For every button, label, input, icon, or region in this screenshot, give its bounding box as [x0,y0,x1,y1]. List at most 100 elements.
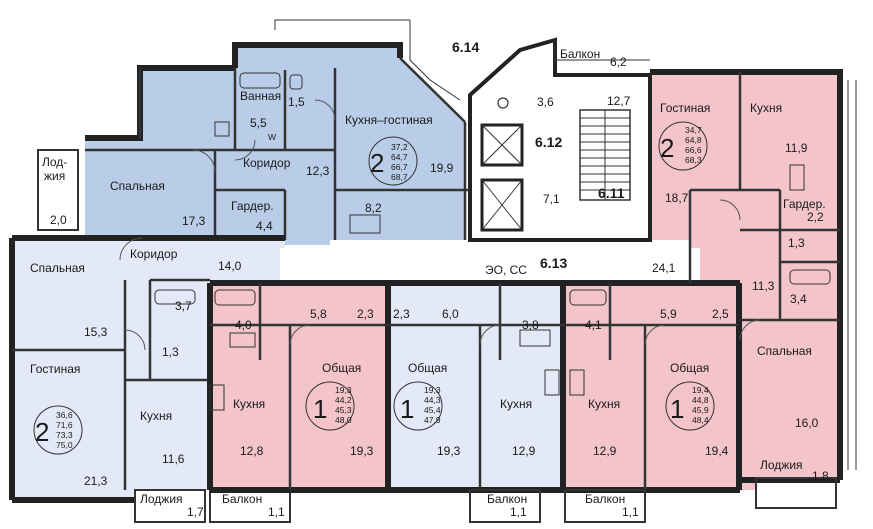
living-area: 19,3 [350,444,374,458]
core [468,37,652,242]
corridor-area: 14,0 [218,259,242,273]
unit-light1a-fill [388,283,563,490]
top-balcony-area: 6,2 [610,55,627,69]
unit-badge [368,136,418,186]
living-label: Гостиная [660,101,710,115]
kitchen-label: Кухня [500,397,532,411]
area-4: 48,0 [335,415,352,425]
balcony-3 [564,489,646,523]
area-4: 75,0 [56,440,73,450]
bath-area: 5,5 [250,116,267,130]
bath-label: Ванная [240,89,281,103]
unit-badge [665,381,715,431]
bath-area: 4,1 [585,318,602,332]
area-2: 64,8 [685,135,702,145]
balcony-area: 1,1 [268,505,285,519]
closet-area: 2,5 [712,307,729,321]
area-2: 44,3 [424,395,441,405]
unit-pink1-fill [210,283,388,490]
unit-light-1a: 2,3 6,0 3,8 Общая 19,3 Кухня 12,9 Балкон… [393,307,539,519]
walls [9,19,857,523]
balcony-area: 1,1 [510,505,527,519]
living-area: 19,3 [437,444,461,458]
area-3: 73,3 [56,430,73,440]
kitchen-area: 11,6 [162,452,185,466]
room-count: 2 [660,133,674,163]
kitchen-area: 12,9 [593,444,617,458]
unit-left-light-fill [12,238,285,500]
living-area: 18,7 [665,191,689,205]
stove-icon [544,369,560,396]
unit-badge [393,381,443,431]
toilet-icon [289,74,303,90]
unit-pink2-fill [563,283,739,490]
wc-area: 1,5 [288,95,305,109]
wc-area: 1,3 [162,345,179,359]
washer-icon [214,121,230,137]
fixtures [154,72,831,411]
closet-area: 2,3 [393,307,410,321]
area-3: 45,3 [335,405,352,415]
living-area: 21,3 [84,474,108,488]
unit-right-pink-fill [650,72,840,490]
bedroom-area: 17,3 [182,214,206,228]
area-1: 37,2 [391,142,408,152]
balcony-label: Балкон [222,492,262,506]
unit-right-pink: Гостиная 18,7 Кухня 11,9 Гардер. 2,2 1,3… [652,101,829,483]
corridor-fill [280,248,700,282]
area-2: 64,7 [391,152,408,162]
balcony-area: 1,1 [622,505,639,519]
stair-treads [580,110,630,200]
living-label: Общая [408,361,447,375]
kitchen-living-label: Кухня–гостиная [345,113,433,127]
area-3: 45,4 [424,405,441,415]
bathtub-icon [214,289,256,306]
area-3: 66,6 [685,145,702,155]
unit-pink-2: 4,1 5,9 2,5 Кухня 12,9 Общая 19,4 Балкон… [585,307,729,519]
living-label: Общая [322,361,361,375]
loggia-left-bottom [134,489,206,523]
bath-area: 3,7 [175,299,192,313]
kitchen-label: Кухня [140,409,172,423]
area-4: 47,9 [424,415,441,425]
area-3: 45,9 [692,405,709,415]
section-codes: 6.14 6.12 6.11 6.13 [452,39,625,271]
area-4: 48,4 [692,415,709,425]
corridor-area: 24,1 [652,261,676,275]
room-fills [12,45,840,500]
core-area-12-7: 12,7 [607,94,631,108]
bedroom-area: 16,0 [795,416,819,430]
kitchen-area: 12,9 [512,444,536,458]
area-1: 19,3 [424,385,441,395]
kitchen-area: 12,8 [240,444,264,458]
unit-pink-1: 4,0 5,8 2,3 Кухня 12,8 Общая 19,3 Балкон… [222,307,374,519]
garder-label: Гардер. [231,199,274,213]
unit-left-light: Спальная 15,3 Коридор 14,0 3,7 1,3 Гости… [30,247,242,519]
stove-icon [569,369,585,396]
core-area-7-1: 7,1 [543,192,560,206]
closet-area: 2,3 [357,307,374,321]
garder-label: Гардер. [783,197,826,211]
area-4: 68,3 [685,155,702,165]
unit-blue-fill [85,45,465,245]
section-6-13: 6.13 [540,255,567,271]
bedroom-area: 15,3 [84,325,108,339]
kitchen-label: Кухня [233,397,265,411]
common-labels: ЭО, СС 3,6 12,7 7,1 Балкон 6,2 Лод- жия … [42,47,631,277]
area-1: 34,7 [685,125,702,135]
stove-icon [789,164,805,191]
bedroom-label: Спальная [110,179,165,193]
sink-icon [519,329,551,347]
hall-area: 5,8 [310,307,327,321]
loggia-left [37,149,79,231]
eo-ss-label: ЭО, СС [485,263,527,277]
corridor-area: 12,3 [306,164,330,178]
stove-icon [209,384,225,411]
doors [119,99,761,351]
living-label: Гостиная [30,362,80,376]
bathtub-icon [789,269,831,285]
area-2: 44,2 [335,395,352,405]
room-count: 1 [400,394,414,424]
elevator-1 [480,123,524,167]
hall-area: 5,9 [660,307,677,321]
